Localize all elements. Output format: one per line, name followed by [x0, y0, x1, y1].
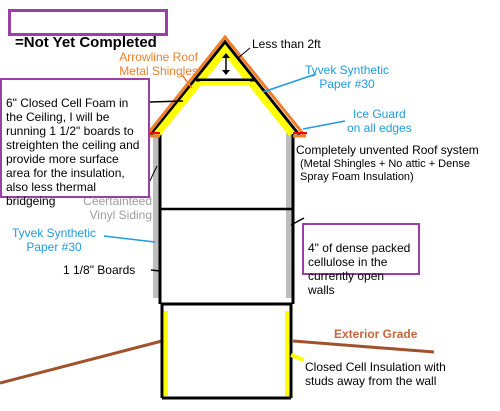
- leader-cellulose: [290, 217, 305, 226]
- exterior-grade-line-right: [292, 339, 435, 354]
- legend-text: =Not Yet Completed: [15, 34, 157, 51]
- label-tyvek-top: Tyvek Synthetic Paper #30: [305, 63, 390, 91]
- roof-rafters: [148, 39, 302, 137]
- leader-tyvek-top: [262, 73, 317, 93]
- callout-ceiling-foam-text: 6" Closed Cell Foam in the Ceiling, I wi…: [6, 96, 140, 208]
- height-arrow-top: [222, 53, 230, 58]
- siding-right: [286, 133, 292, 298]
- label-unvented-sub: (Metal Shingles + No attic + Dense Spray…: [300, 158, 470, 183]
- label-boards: 1 1/8" Boards: [63, 263, 136, 277]
- leader-basement-insulation: [290, 353, 305, 362]
- roof-insulation: [154, 44, 295, 137]
- leader-tyvek-left: [103, 235, 156, 243]
- legend-box: =Not Yet Completed: [8, 9, 168, 51]
- leader-arrowline: [181, 74, 193, 89]
- label-closed-cell-basement: Closed Cell Insulation with studs away f…: [305, 360, 446, 388]
- label-vinyl-siding: Ceertainteed Vinyl Siding: [83, 194, 152, 222]
- label-unvented-title: Completely unvented Roof system: [296, 143, 479, 157]
- label-tyvek-left: Tyvek Synthetic Paper #30: [12, 226, 97, 254]
- callout-cellulose-text: 4" of dense packed cellulose in the curr…: [308, 241, 411, 297]
- roof-shingles: [144, 34, 307, 137]
- callout-cellulose: 4" of dense packed cellulose in the curr…: [302, 223, 420, 297]
- label-less-than-2ft: Less than 2ft: [252, 37, 321, 51]
- siding-left: [153, 133, 159, 298]
- height-arrow-bottom: [222, 70, 230, 75]
- callout-ceiling-foam: 6" Closed Cell Foam in the Ceiling, I wi…: [0, 78, 150, 208]
- label-exterior-grade: Exterior Grade: [334, 327, 418, 341]
- leader-ice-guard: [302, 120, 346, 130]
- leader-less-than-2ft: [237, 47, 251, 59]
- exterior-grade-line-left: [0, 339, 163, 385]
- label-arrowline-roof: Arrowline Roof Metal Shingles: [119, 50, 198, 78]
- label-ice-guard: Ice Guard on all edges: [347, 107, 412, 135]
- leader-boards: [150, 269, 161, 272]
